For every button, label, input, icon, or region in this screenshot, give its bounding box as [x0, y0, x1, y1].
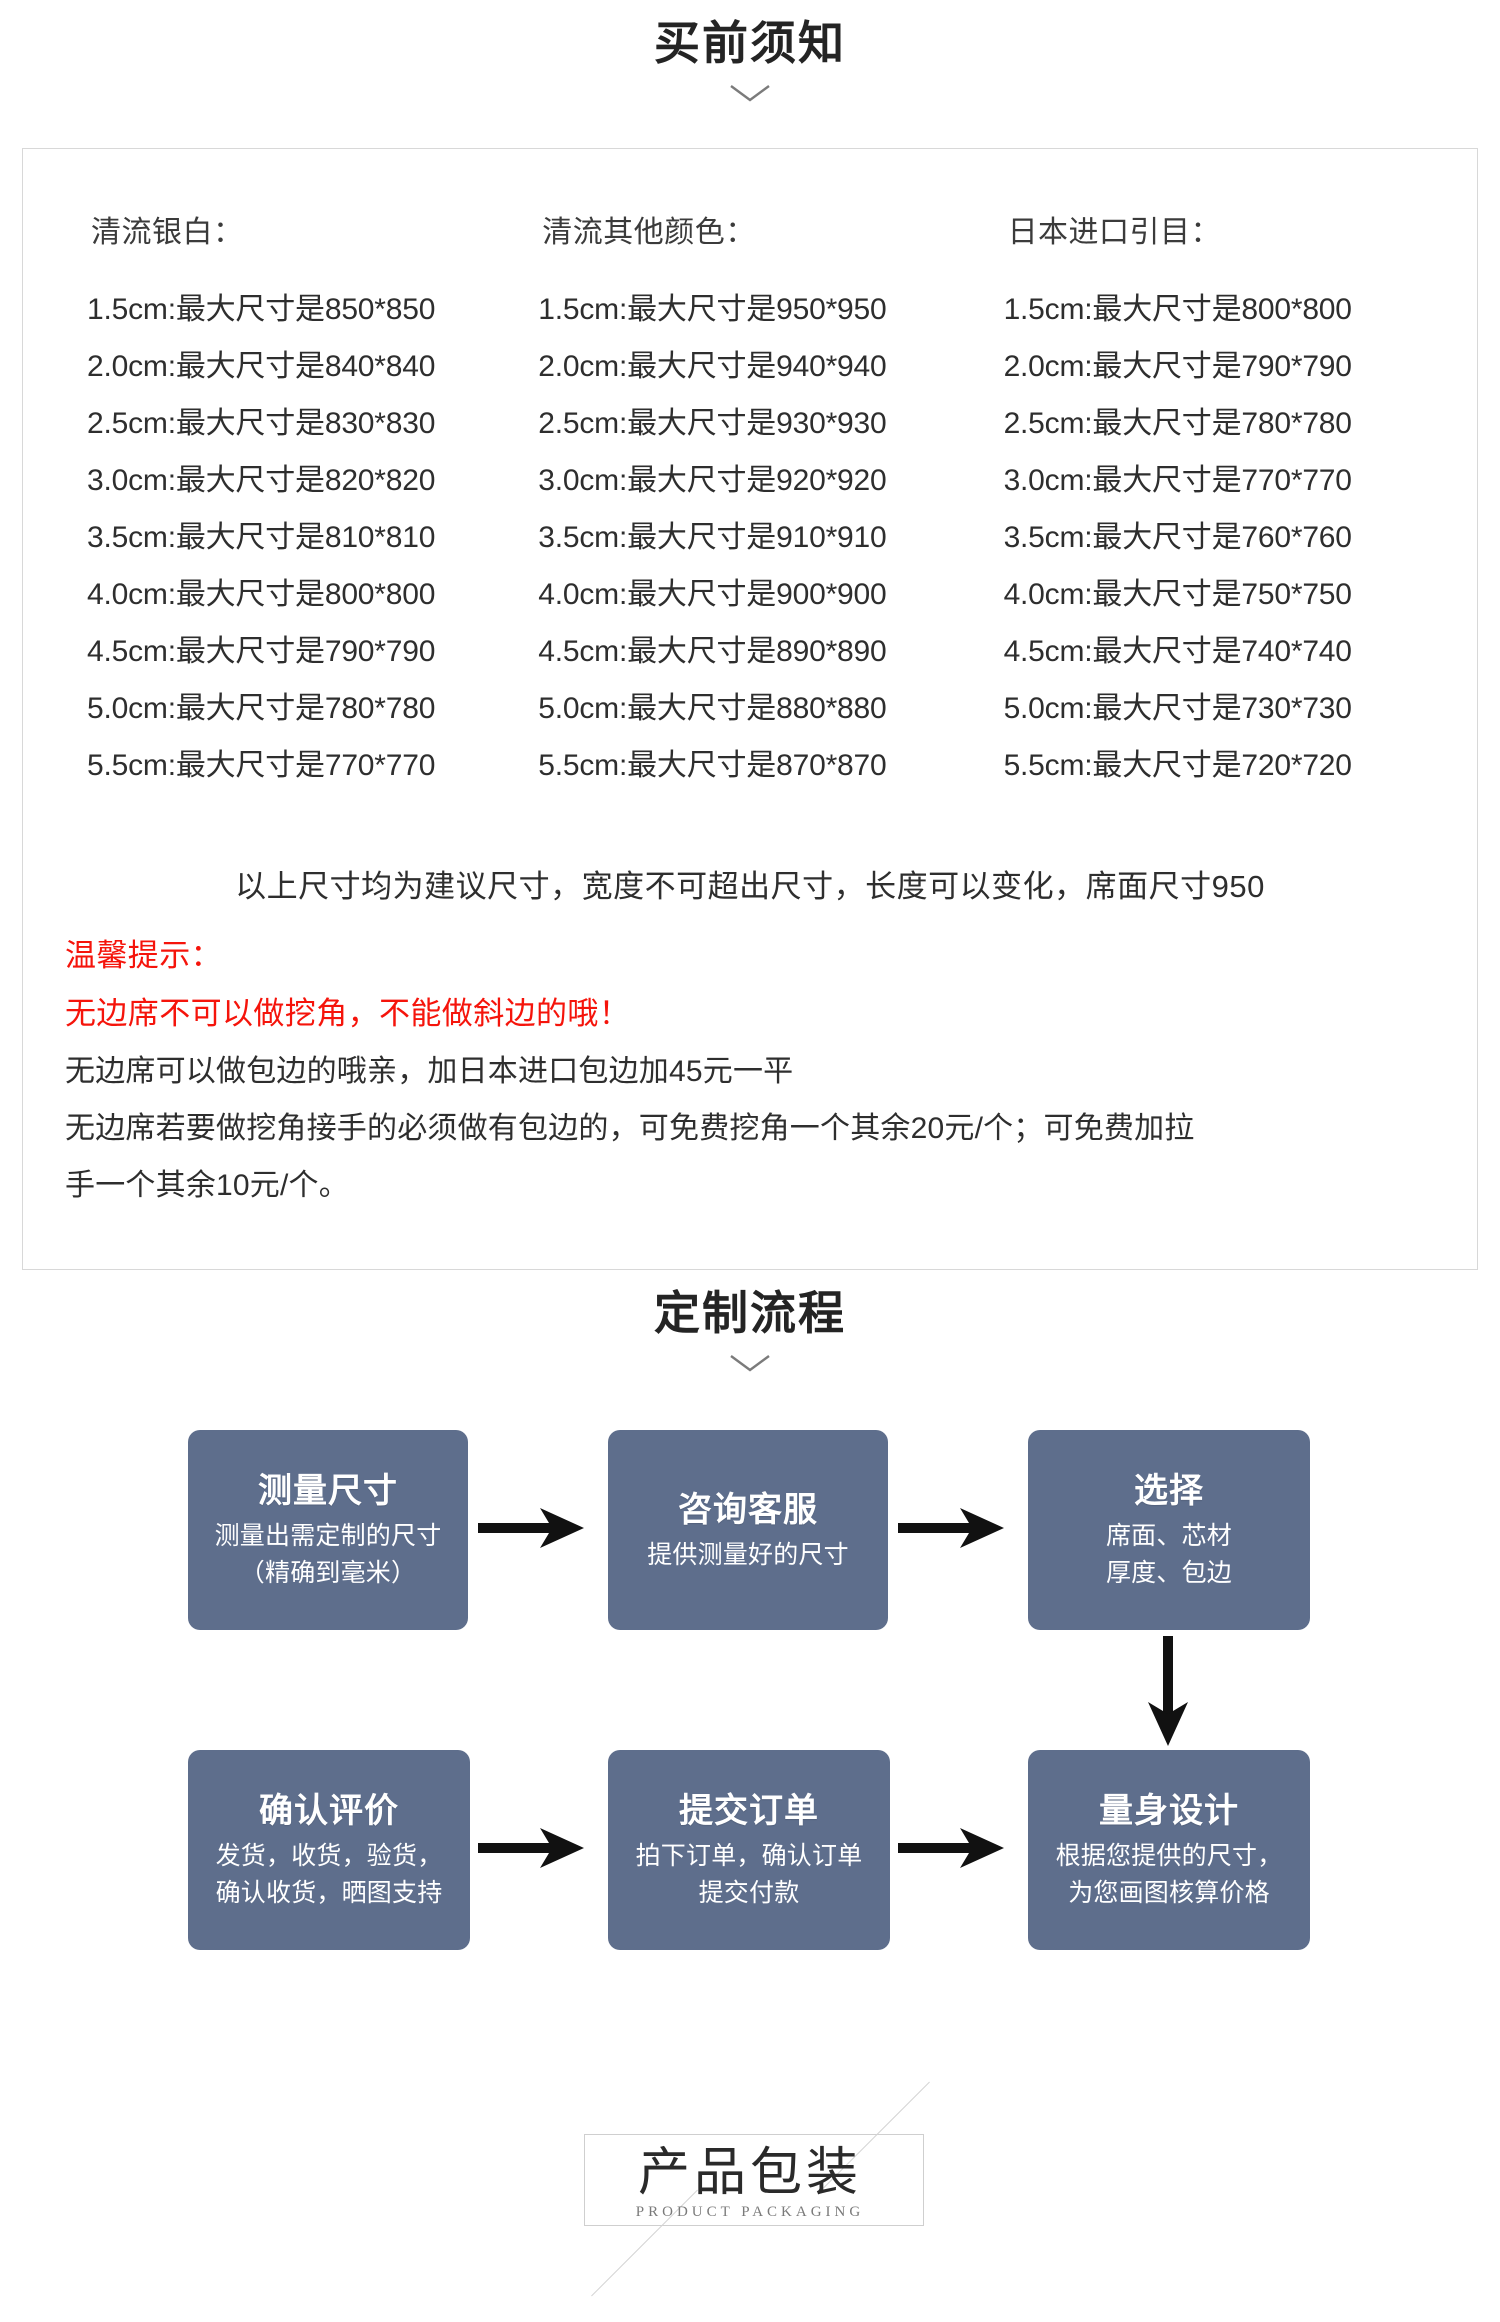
size-row: 3.0cm:最大尺寸是820*820 [87, 464, 436, 497]
tips-warning: 无边席不可以做挖角，不能做斜边的哦！ [65, 996, 631, 1031]
size-table: 清流银白： 1.5cm:最大尺寸是850*850 2.0cm:最大尺寸是840*… [23, 149, 1477, 794]
advice-line: 以上尺寸均为建议尺寸，宽度不可超出尺寸，长度可以变化，席面尺寸950 [235, 869, 1265, 904]
arrow-right-icon [478, 1506, 586, 1550]
flow-step-line: 发货，收货，验货， [215, 1842, 443, 1870]
flow-step-submit[interactable]: 提交订单 拍下订单，确认订单 提交付款 [608, 1750, 890, 1950]
packaging-subtitle: PRODUCT PACKAGING [635, 2204, 865, 2220]
flow-section-header: 定制流程 [0, 1288, 1500, 1373]
size-column-header: 清流银白： [91, 216, 244, 249]
notice-box: 清流银白： 1.5cm:最大尺寸是850*850 2.0cm:最大尺寸是840*… [22, 148, 1478, 1270]
size-column-japan-import: 日本进口引目： 1.5cm:最大尺寸是800*800 2.0cm:最大尺寸是79… [1000, 207, 1437, 794]
size-row: 5.5cm:最大尺寸是770*770 [87, 749, 436, 782]
size-row: 2.5cm:最大尺寸是930*930 [538, 407, 887, 440]
customization-flowchart: 测量尺寸 测量出需定制的尺寸 （精确到毫米） 咨询客服 提供测量好的尺寸 选择 … [0, 1422, 1500, 2002]
flow-step-line: 根据您提供的尺寸， [1055, 1842, 1283, 1870]
decorative-frame [584, 2134, 924, 2226]
size-row: 3.5cm:最大尺寸是810*810 [87, 521, 436, 554]
size-row: 4.5cm:最大尺寸是890*890 [538, 635, 887, 668]
flow-step-line: 确认收货，晒图支持 [215, 1879, 443, 1907]
chevron-down-icon [727, 1353, 773, 1373]
size-column-qingliu-silver-white: 清流银白： 1.5cm:最大尺寸是850*850 2.0cm:最大尺寸是840*… [65, 207, 532, 794]
size-column-qingliu-other-colors: 清流其他颜色： 1.5cm:最大尺寸是950*950 2.0cm:最大尺寸是94… [532, 207, 999, 794]
flow-step-design[interactable]: 量身设计 根据您提供的尺寸， 为您画图核算价格 [1028, 1750, 1310, 1950]
flow-step-line: 为您画图核算价格 [1068, 1879, 1270, 1907]
notice-section-header: 买前须知 [0, 18, 1500, 103]
packaging-section-header: 产品包装 PRODUCT PACKAGING [0, 2081, 1500, 2322]
size-row: 2.0cm:最大尺寸是840*840 [87, 350, 436, 383]
size-row: 4.0cm:最大尺寸是750*750 [1003, 578, 1352, 611]
size-row: 2.5cm:最大尺寸是830*830 [87, 407, 436, 440]
size-row: 5.0cm:最大尺寸是780*780 [87, 692, 436, 725]
flow-step-title: 确认评价 [259, 1792, 399, 1830]
size-row: 4.0cm:最大尺寸是800*800 [87, 578, 436, 611]
size-row: 5.0cm:最大尺寸是880*880 [538, 692, 887, 725]
flow-step-line: （精确到毫米） [239, 1559, 417, 1587]
flow-step-title: 测量尺寸 [258, 1472, 398, 1510]
tips-line-3: 手一个其余10元/个。 [65, 1169, 349, 1202]
flow-step-choose[interactable]: 选择 席面、芯材 厚度、包边 [1028, 1430, 1310, 1630]
size-row: 3.0cm:最大尺寸是920*920 [538, 464, 887, 497]
flow-step-title: 咨询客服 [678, 1490, 818, 1529]
arrow-right-icon [478, 1826, 586, 1870]
tips-line-1: 无边席可以做包边的哦亲，加日本进口包边加45元一平 [65, 1055, 794, 1088]
size-row: 4.5cm:最大尺寸是790*790 [87, 635, 436, 668]
size-row: 1.5cm:最大尺寸是800*800 [1003, 293, 1352, 326]
flow-title: 定制流程 [654, 1287, 846, 1339]
flow-step-line: 提供测量好的尺寸 [647, 1540, 849, 1569]
flow-step-line: 提交付款 [698, 1879, 800, 1907]
size-row: 5.5cm:最大尺寸是720*720 [1003, 749, 1352, 782]
tips-line-2: 无边席若要做挖角接手的必须做有包边的，可免费挖角一个其余20元/个；可免费加拉 [65, 1112, 1195, 1145]
size-column-header: 清流其他颜色： [542, 216, 756, 249]
size-row: 1.5cm:最大尺寸是850*850 [87, 293, 436, 326]
arrow-right-icon [898, 1506, 1006, 1550]
size-row: 4.0cm:最大尺寸是900*900 [538, 578, 887, 611]
size-row: 1.5cm:最大尺寸是950*950 [538, 293, 887, 326]
tips-heading: 温馨提示： [65, 938, 222, 973]
arrow-right-icon [898, 1826, 1006, 1870]
size-row: 5.0cm:最大尺寸是730*730 [1003, 692, 1352, 725]
flow-step-line: 席面、芯材 [1105, 1522, 1232, 1550]
notice-title: 买前须知 [654, 17, 846, 69]
tips-block: 温馨提示： 无边席不可以做挖角，不能做斜边的哦！ 无边席可以做包边的哦亲，加日本… [65, 927, 1437, 1214]
packaging-title: 产品包装 [637, 2144, 862, 2202]
flow-step-line: 厚度、包边 [1105, 1559, 1232, 1587]
size-row: 2.0cm:最大尺寸是940*940 [538, 350, 887, 383]
size-row: 2.0cm:最大尺寸是790*790 [1003, 350, 1352, 383]
size-row: 3.0cm:最大尺寸是770*770 [1003, 464, 1352, 497]
size-column-header: 日本进口引目： [1007, 216, 1222, 249]
size-row: 3.5cm:最大尺寸是910*910 [538, 521, 887, 554]
flow-step-line: 拍下订单，确认订单 [635, 1842, 863, 1870]
size-row: 2.5cm:最大尺寸是780*780 [1003, 407, 1352, 440]
flow-step-line: 测量出需定制的尺寸 [214, 1522, 442, 1550]
flow-step-title: 选择 [1134, 1472, 1204, 1510]
size-row: 3.5cm:最大尺寸是760*760 [1003, 521, 1352, 554]
flow-step-title: 量身设计 [1099, 1792, 1239, 1830]
flow-step-title: 提交订单 [679, 1792, 819, 1830]
arrow-down-icon [1146, 1636, 1190, 1748]
chevron-down-icon [727, 83, 773, 103]
size-row: 4.5cm:最大尺寸是740*740 [1003, 635, 1352, 668]
size-row: 5.5cm:最大尺寸是870*870 [538, 749, 887, 782]
flow-step-consult[interactable]: 咨询客服 提供测量好的尺寸 [608, 1430, 888, 1630]
flow-step-measure[interactable]: 测量尺寸 测量出需定制的尺寸 （精确到毫米） [188, 1430, 468, 1630]
flow-step-review[interactable]: 确认评价 发货，收货，验货， 确认收货，晒图支持 [188, 1750, 470, 1950]
